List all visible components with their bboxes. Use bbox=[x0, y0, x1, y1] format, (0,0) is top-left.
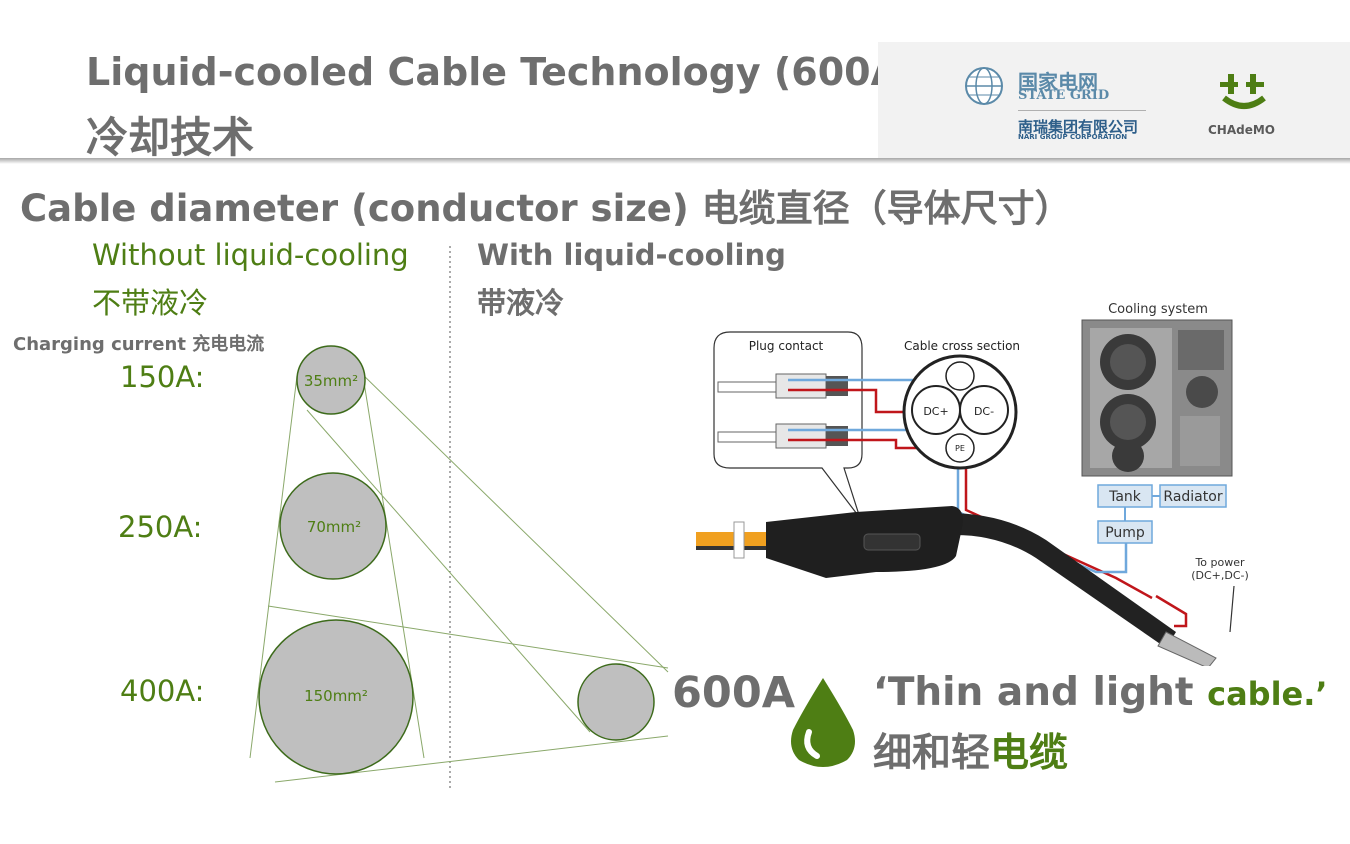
nari-logo-text-cn: 南瑞集团有限公司 bbox=[1018, 118, 1139, 136]
header-divider bbox=[0, 158, 1350, 164]
to-power-values: (DC+,DC-) bbox=[1191, 569, 1249, 582]
plug-contact-label: Plug contact bbox=[749, 339, 824, 353]
page-title-chinese: 冷却技术 bbox=[86, 113, 255, 162]
cable-cross-section-label: Cable cross section bbox=[904, 339, 1020, 353]
size-label-35: 35mm² bbox=[304, 372, 358, 390]
state-grid-logo-text-cn: 国家电网 bbox=[1018, 70, 1098, 94]
charging-current-label: Charging current 充电电流 bbox=[13, 334, 265, 355]
conductor-circle-600 bbox=[577, 663, 655, 741]
pump-label: Pump bbox=[1105, 525, 1145, 541]
pe-label: PE bbox=[955, 444, 965, 453]
cable-size-diagram: 35mm² 70mm² 150mm² bbox=[249, 246, 669, 790]
chademo-logo-text: CHAdeMO bbox=[1208, 123, 1276, 137]
size-label-70: 70mm² bbox=[307, 518, 361, 536]
section-subtitle: Cable diameter (conductor size) 电缆直径（导体尺… bbox=[20, 187, 1072, 230]
logo-panel bbox=[878, 42, 1350, 158]
current-label-400: 400A: bbox=[120, 674, 205, 708]
dc-plus-label: DC+ bbox=[923, 405, 948, 418]
logo-divider bbox=[1018, 110, 1146, 111]
thin-light-cable-text-cn: 细和轻电缆 bbox=[873, 731, 1069, 776]
page-title: Liquid-cooled Cable Technology (600A) bbox=[86, 50, 918, 94]
without-cooling-heading: Without liquid-cooling bbox=[92, 238, 409, 272]
with-cooling-heading-cn: 带液冷 bbox=[477, 286, 565, 320]
liquid-cooled-cable-diagram: Cooling system Tank Radiator Pump To pow… bbox=[696, 302, 1249, 666]
cooling-system-label: Cooling system bbox=[1108, 302, 1208, 317]
tank-label: Tank bbox=[1108, 489, 1142, 505]
state-grid-logo-text-en: STATE GRID bbox=[1018, 88, 1110, 103]
water-drop-icon bbox=[791, 678, 855, 767]
with-cooling-heading: With liquid-cooling bbox=[477, 238, 786, 272]
to-power-label: To power bbox=[1194, 556, 1245, 569]
chademo-logo-icon bbox=[1220, 74, 1266, 109]
thin-light-cable-text: ‘Thin and light cable.’ bbox=[873, 670, 1328, 715]
state-grid-globe-icon bbox=[965, 67, 1003, 105]
current-label-150: 150A: bbox=[120, 360, 205, 394]
dc-minus-label: DC- bbox=[974, 405, 994, 418]
conductor-circle-150 bbox=[258, 619, 414, 775]
conductor-circle-35 bbox=[296, 345, 366, 415]
nari-logo-text-en: NARI GROUP CORPORATION bbox=[1018, 133, 1128, 141]
current-600-label: 600A bbox=[672, 668, 796, 718]
without-cooling-heading-cn: 不带液冷 bbox=[92, 286, 209, 320]
size-label-150: 150mm² bbox=[304, 687, 368, 705]
conductor-circle-70 bbox=[279, 472, 387, 580]
radiator-label: Radiator bbox=[1163, 489, 1222, 505]
current-label-250: 250A: bbox=[118, 510, 203, 544]
